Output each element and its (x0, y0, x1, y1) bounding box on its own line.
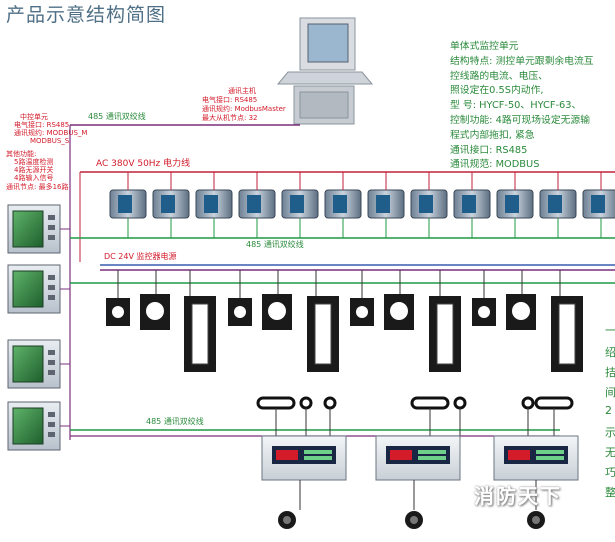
fragment: 拮 (605, 366, 615, 379)
monitor-panel-column (7, 204, 70, 451)
ac-power-label: AC 380V 50Hz 电力线 (96, 159, 191, 169)
center-unit-line: MODBUS_S (30, 137, 70, 145)
fragment: 巧 (605, 466, 615, 479)
breaker-module-icon (109, 172, 147, 238)
bus-485-top-label: 485 通讯双绞线 (88, 112, 146, 121)
controller-group (375, 396, 467, 529)
center-unit-line: 电气接口: RS485 (14, 121, 70, 129)
controller-unit-icon (261, 435, 347, 481)
breaker-module-icon (367, 172, 405, 238)
monitor-panel-icon (7, 401, 61, 451)
computer-workstation-icon (276, 17, 374, 125)
center-unit-feature: 4路输入信号 (14, 174, 54, 182)
comm-host-line: 最大从机节点: 32 (202, 114, 258, 122)
center-unit-features-title: 其他功能: (6, 150, 37, 158)
current-transformer-icon (350, 270, 374, 326)
fragment: 无 (605, 446, 615, 459)
current-transformer-icon (429, 270, 461, 372)
center-unit-feature: 通讯节点: 最多16路 (6, 183, 69, 191)
speaker-icon (527, 511, 545, 529)
monitor-panel-icon (7, 339, 61, 389)
comm-host-title: 通讯主机 (228, 87, 256, 95)
current-transformer-icon (551, 270, 583, 372)
controller-group (493, 396, 579, 529)
center-unit-feature: 4路无源开关 (14, 166, 54, 174)
fragment: 示 (605, 426, 615, 439)
controller-unit-icon (493, 435, 579, 481)
spec-line: 通讯规范: MODBUS (450, 159, 540, 171)
spec-line: 单体式监控单元 (450, 41, 519, 52)
spec-line: 控制功能: 4路可现场设定无源输 (450, 114, 591, 126)
current-transformer-icon (184, 270, 216, 372)
current-transformer-icon (410, 396, 467, 410)
fragment: 一 (605, 324, 615, 337)
current-transformer-icon (384, 270, 414, 330)
speaker-icon (405, 511, 423, 529)
current-transformer-icon (506, 270, 536, 330)
current-transformer-icon (106, 270, 130, 326)
center-unit-line: 通讯规约: MODBUS_M (14, 129, 88, 137)
current-transformer-icon (256, 396, 337, 410)
page-title: 产品示意结构简图 (6, 4, 167, 26)
ct-row (106, 270, 583, 372)
breaker-module-icon (539, 172, 577, 238)
spec-line: 控线路的电流、电压、 (450, 70, 548, 82)
current-transformer-icon (262, 270, 292, 330)
monitor-panel-icon (7, 264, 61, 314)
bus-485-mid-label: 485 通讯双绞线 (246, 240, 304, 249)
breaker-module-icon (152, 172, 190, 238)
center-unit-title: 中控单元 (20, 113, 48, 121)
bus-485-bottom-label: 485 通讯双绞线 (146, 417, 204, 426)
speaker-icon (278, 511, 296, 529)
breaker-module-icon (281, 172, 319, 238)
spec-line: 照设定在0.5S内动作, (450, 85, 544, 97)
current-transformer-icon (140, 270, 170, 330)
current-transformer-icon (472, 270, 496, 326)
spec-line: 通讯接口: RS485 (450, 144, 528, 156)
breaker-module-icon (453, 172, 491, 238)
spec-line: 型 号: HYCF-50、HYCF-63、 (450, 100, 582, 112)
watermark: 消防天下 (474, 484, 562, 508)
fragment: 绍 (605, 346, 615, 359)
fragment: 整 (605, 486, 615, 499)
comm-host-line: 电气接口: RS485 (202, 96, 258, 104)
breaker-module-icon (324, 172, 362, 238)
breaker-module-icon (496, 172, 534, 238)
spec-block: 单体式监控单元 结构特点: 测控单元跟剩余电流互 控线路的电流、电压、 照设定在… (450, 40, 615, 173)
breaker-module-icon (410, 172, 448, 238)
center-unit-feature: 5路温度检测 (14, 158, 54, 166)
monitor-panel-icon (7, 204, 61, 254)
spec-line: 程式内部拖扣, 紧急 (450, 129, 535, 141)
comm-host-line: 通讯规约: ModbusMaster (202, 105, 286, 113)
breaker-module-icon (238, 172, 276, 238)
dc-power-label: DC 24V 监控器电源 (104, 252, 177, 261)
breaker-module-icon (582, 172, 615, 238)
fragment: 2 (605, 404, 612, 417)
current-transformer-icon (521, 396, 574, 410)
spec-line: 结构特点: 测控单元跟剩余电流互 (450, 55, 594, 67)
breaker-module-icon (195, 172, 233, 238)
controller-group (256, 396, 347, 529)
fragment: 间 (605, 386, 615, 399)
breaker-row (109, 172, 615, 238)
current-transformer-icon (307, 270, 339, 372)
current-transformer-icon (228, 270, 252, 326)
controller-unit-icon (375, 435, 461, 481)
